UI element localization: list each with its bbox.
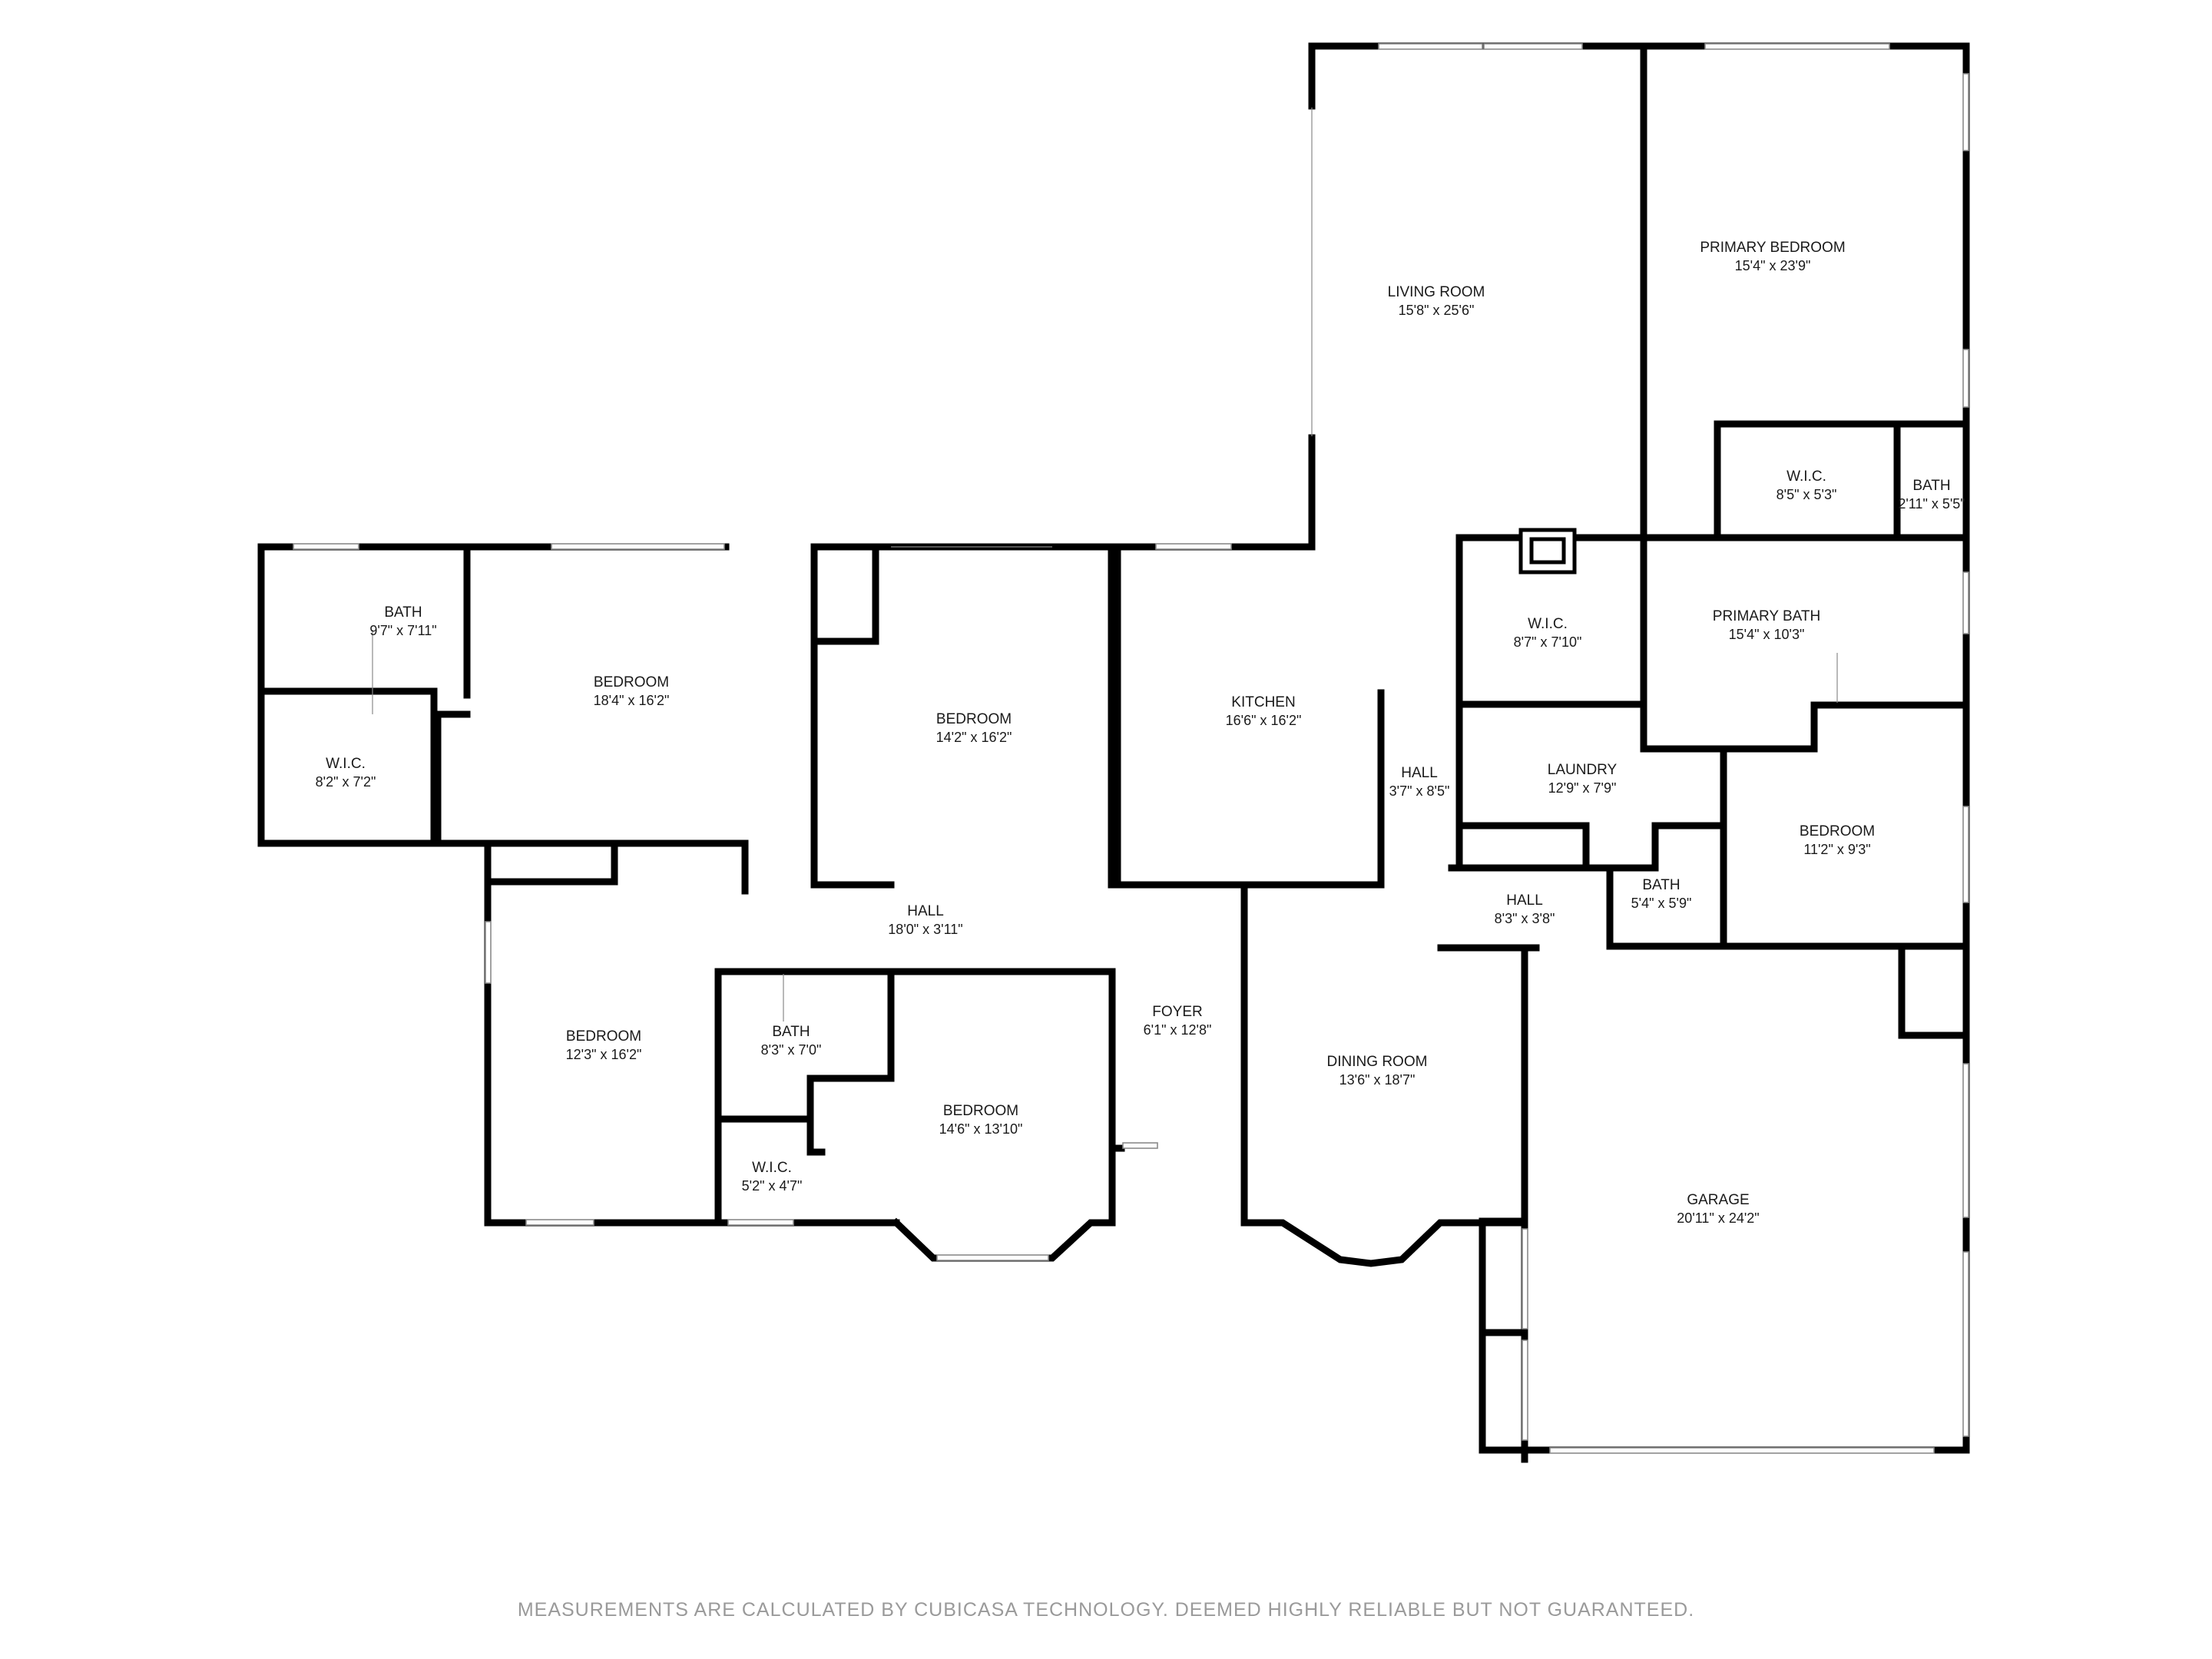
svg-text:16'6" x 16'2": 16'6" x 16'2" xyxy=(1226,713,1302,728)
svg-text:BATH: BATH xyxy=(384,604,422,621)
svg-text:W.I.C.: W.I.C. xyxy=(752,1160,792,1176)
svg-text:3'7" x 8'5": 3'7" x 8'5" xyxy=(1389,783,1450,799)
svg-text:9'7" x 7'11": 9'7" x 7'11" xyxy=(369,623,436,638)
room-label-foyer: FOYER 6'1" x 12'8" xyxy=(1144,1004,1212,1038)
room-labels: LIVING ROOM 15'8" x 25'6" PRIMARY BEDROO… xyxy=(316,240,1965,1226)
svg-text:BEDROOM: BEDROOM xyxy=(943,1103,1018,1119)
room-label-living-room: LIVING ROOM 15'8" x 25'6" xyxy=(1388,284,1485,318)
room-label-primary-bedroom: PRIMARY BEDROOM 15'4" x 23'9" xyxy=(1700,240,1845,273)
room-label-wic-2: W.I.C. 8'7" x 7'10" xyxy=(1514,616,1582,650)
windows xyxy=(293,43,1969,1454)
disclaimer-text: MEASUREMENTS ARE CALCULATED BY CUBICASA … xyxy=(517,1599,1695,1621)
svg-text:8'7" x 7'10": 8'7" x 7'10" xyxy=(1514,634,1582,650)
room-label-bath-3: BATH 5'4" x 5'9" xyxy=(1631,877,1692,911)
svg-text:2'11" x 5'5": 2'11" x 5'5" xyxy=(1898,496,1965,512)
room-label-hall-1: HALL 3'7" x 8'5" xyxy=(1389,765,1450,799)
svg-text:HALL: HALL xyxy=(1506,892,1543,909)
svg-text:14'6" x 13'10": 14'6" x 13'10" xyxy=(939,1121,1023,1137)
room-label-bedroom-1: BEDROOM 18'4" x 16'2" xyxy=(594,674,670,708)
svg-text:LIVING ROOM: LIVING ROOM xyxy=(1388,284,1485,300)
room-label-garage: GARAGE 20'11" x 24'2" xyxy=(1677,1192,1759,1226)
room-label-wic-1: W.I.C. 8'2" x 7'2" xyxy=(316,756,376,790)
walls xyxy=(257,42,1970,1463)
svg-text:KITCHEN: KITCHEN xyxy=(1231,694,1295,710)
svg-text:BEDROOM: BEDROOM xyxy=(594,674,669,690)
svg-text:6'1" x 12'8": 6'1" x 12'8" xyxy=(1144,1022,1212,1038)
svg-text:BEDROOM: BEDROOM xyxy=(1800,823,1875,839)
room-label-kitchen: KITCHEN 16'6" x 16'2" xyxy=(1226,694,1302,728)
fixtures xyxy=(372,528,1838,1022)
svg-text:BATH: BATH xyxy=(1912,478,1950,494)
svg-text:18'4" x 16'2": 18'4" x 16'2" xyxy=(594,693,670,708)
svg-text:8'2" x 7'2": 8'2" x 7'2" xyxy=(316,774,376,790)
svg-text:DINING ROOM: DINING ROOM xyxy=(1327,1054,1428,1070)
room-label-hall-2: HALL 18'0" x 3'11" xyxy=(888,903,962,937)
svg-text:BATH: BATH xyxy=(772,1024,810,1040)
svg-text:8'3" x 7'0": 8'3" x 7'0" xyxy=(761,1042,822,1058)
svg-text:8'5" x 5'3": 8'5" x 5'3" xyxy=(1777,487,1837,502)
svg-text:BATH: BATH xyxy=(1642,877,1680,893)
room-label-bath-4: BATH 8'3" x 7'0" xyxy=(761,1024,822,1058)
svg-text:5'4" x 5'9": 5'4" x 5'9" xyxy=(1631,896,1692,911)
svg-text:11'2" x 9'3": 11'2" x 9'3" xyxy=(1803,842,1870,857)
svg-text:13'6" x 18'7": 13'6" x 18'7" xyxy=(1339,1072,1416,1088)
svg-text:15'8" x 25'6": 15'8" x 25'6" xyxy=(1399,303,1475,318)
svg-text:LAUNDRY: LAUNDRY xyxy=(1548,762,1618,778)
room-label-bedroom-4: BEDROOM 12'3" x 16'2" xyxy=(566,1028,642,1062)
room-label-laundry: LAUNDRY 12'9" x 7'9" xyxy=(1548,762,1618,796)
svg-text:PRIMARY BATH: PRIMARY BATH xyxy=(1713,608,1820,624)
svg-text:HALL: HALL xyxy=(907,903,944,919)
svg-text:GARAGE: GARAGE xyxy=(1687,1192,1749,1208)
svg-text:14'2" x 16'2": 14'2" x 16'2" xyxy=(936,730,1012,745)
svg-text:15'4" x 23'9": 15'4" x 23'9" xyxy=(1735,258,1811,273)
svg-text:W.I.C.: W.I.C. xyxy=(1528,616,1568,632)
room-label-bedroom-2: BEDROOM 14'2" x 16'2" xyxy=(936,711,1012,745)
svg-text:18'0" x 3'11": 18'0" x 3'11" xyxy=(888,922,962,937)
svg-text:BEDROOM: BEDROOM xyxy=(566,1028,641,1045)
svg-text:W.I.C.: W.I.C. xyxy=(1786,469,1826,485)
room-label-bath-1: BATH 9'7" x 7'11" xyxy=(369,604,436,638)
room-label-bath-2: BATH 2'11" x 5'5" xyxy=(1898,478,1965,512)
svg-text:20'11" x 24'2": 20'11" x 24'2" xyxy=(1677,1210,1759,1226)
svg-text:8'3" x 3'8": 8'3" x 3'8" xyxy=(1495,911,1555,926)
room-label-dining-room: DINING ROOM 13'6" x 18'7" xyxy=(1327,1054,1428,1088)
svg-text:BEDROOM: BEDROOM xyxy=(936,711,1012,727)
svg-text:12'3" x 16'2": 12'3" x 16'2" xyxy=(566,1047,642,1062)
svg-text:12'9" x 7'9": 12'9" x 7'9" xyxy=(1548,780,1617,796)
svg-text:HALL: HALL xyxy=(1401,765,1438,781)
room-label-hall-3: HALL 8'3" x 3'8" xyxy=(1495,892,1555,926)
svg-text:5'2" x 4'7": 5'2" x 4'7" xyxy=(742,1178,803,1194)
room-label-wic-4: W.I.C. 5'2" x 4'7" xyxy=(742,1160,803,1194)
room-label-primary-bath: PRIMARY BATH 15'4" x 10'3" xyxy=(1713,608,1820,642)
svg-text:PRIMARY BEDROOM: PRIMARY BEDROOM xyxy=(1700,240,1845,256)
svg-text:15'4" x 10'3": 15'4" x 10'3" xyxy=(1729,627,1805,642)
room-label-wic-3: W.I.C. 8'5" x 5'3" xyxy=(1777,469,1837,502)
room-label-bedroom-3: BEDROOM 11'2" x 9'3" xyxy=(1800,823,1875,857)
svg-text:W.I.C.: W.I.C. xyxy=(326,756,366,772)
room-label-bedroom-5: BEDROOM 14'6" x 13'10" xyxy=(939,1103,1023,1137)
svg-text:FOYER: FOYER xyxy=(1152,1004,1202,1020)
